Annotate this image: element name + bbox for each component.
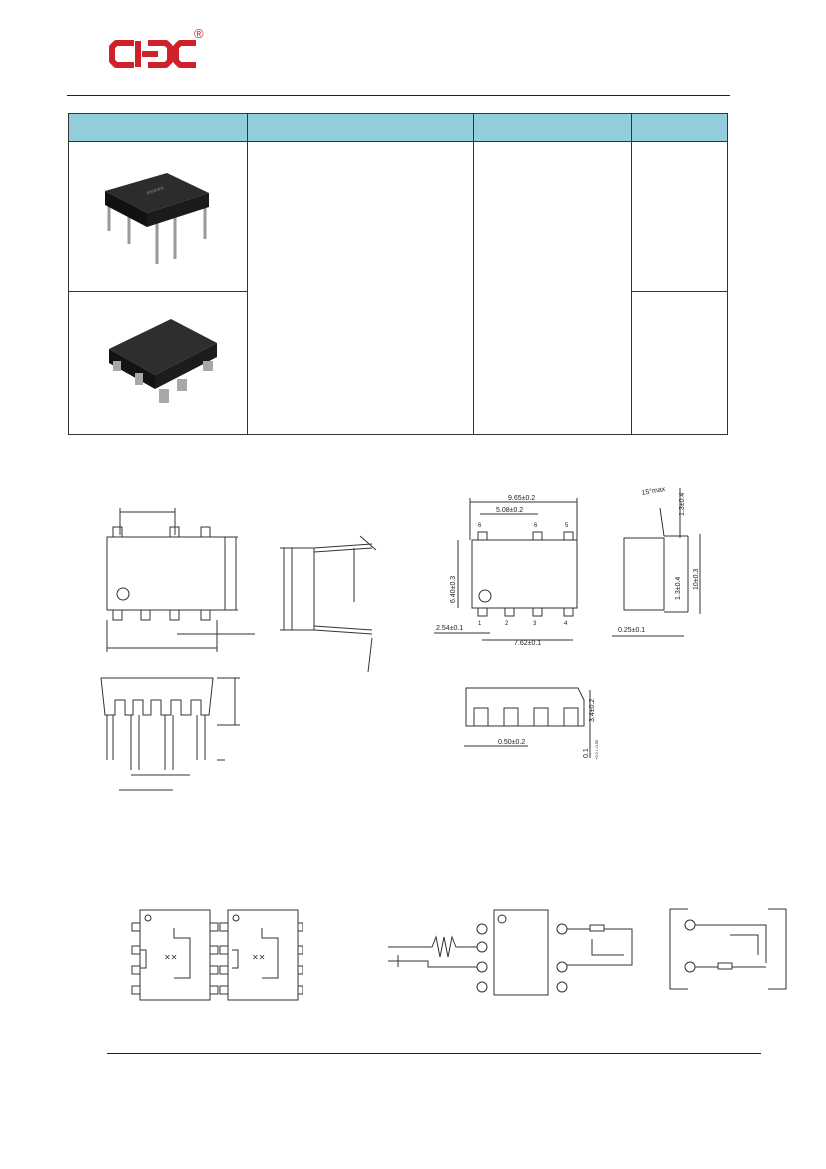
footer-rule	[107, 1053, 761, 1054]
dim-lead-top: 1.3±0.4	[679, 493, 686, 516]
smd-end-view-drawing: 0.50±0.2 3.4±0.2 0.1 +0.2 / -0.05	[464, 687, 599, 760]
product-table: ■■■■■	[68, 113, 728, 435]
dim-pin-pitch: 2.54±0.1	[436, 625, 463, 632]
table-header-cell	[69, 114, 248, 142]
pin-label: 2	[505, 621, 509, 627]
internal-circuit-diagram: ✕✕ ✕✕	[131, 909, 303, 1001]
pin-label: 3	[533, 621, 537, 627]
dip-side-view-drawing	[280, 535, 377, 673]
dim-pad-width: 0.50±0.2	[498, 739, 525, 746]
dim-overall-length: 9.65±0.2	[508, 495, 535, 502]
dim-row-spacing: 7.62±0.1	[514, 640, 541, 647]
smd-package-photo	[109, 319, 217, 403]
dim-body-width: 6.40±0.3	[450, 576, 457, 603]
table-header-cell	[632, 114, 727, 142]
pin-label: 1	[478, 621, 482, 627]
dim-lead-thickness: 0.25±0.1	[618, 627, 645, 634]
pin-label: 6	[478, 523, 482, 529]
header-rule	[67, 95, 730, 96]
svg-text:✕✕: ✕✕	[252, 953, 265, 962]
registered-mark: ®	[194, 26, 204, 41]
dim-pin-span: 5.08±0.2	[496, 507, 523, 514]
svg-text:■■■■■: ■■■■■	[146, 185, 165, 196]
table-header-cell	[248, 114, 474, 142]
dim-angle-max: 15°max	[641, 485, 666, 497]
pin-label: 4	[564, 621, 568, 627]
dip-package-photo: ■■■■■	[105, 173, 209, 264]
svg-text:✕✕: ✕✕	[164, 953, 177, 962]
pin-label: 5	[565, 523, 569, 529]
smd-outline-drawing: 9.65±0.2 5.08±0.2 6.40±0.3 2.54±0.1 7.62…	[434, 495, 578, 647]
pin-label: 6	[534, 523, 538, 529]
dim-standoff: 0.1	[583, 748, 590, 758]
dip-outline-drawing	[100, 508, 255, 791]
dim-total-width: 10±0.3	[693, 569, 700, 590]
dim-lead-side: 1.3±0.4	[675, 577, 682, 600]
dim-height: 3.4±0.2	[589, 699, 596, 722]
dim-standoff-tol: +0.2 / -0.05	[594, 739, 599, 760]
smd-side-view-drawing: 15°max 1.3±0.4 1.3±0.4 10±0.3 0.25±0.1	[612, 485, 701, 637]
table-header-cell	[474, 114, 632, 142]
company-logo	[109, 40, 196, 68]
application-circuit-diagram	[388, 909, 633, 996]
contact-output-diagram	[669, 908, 787, 990]
